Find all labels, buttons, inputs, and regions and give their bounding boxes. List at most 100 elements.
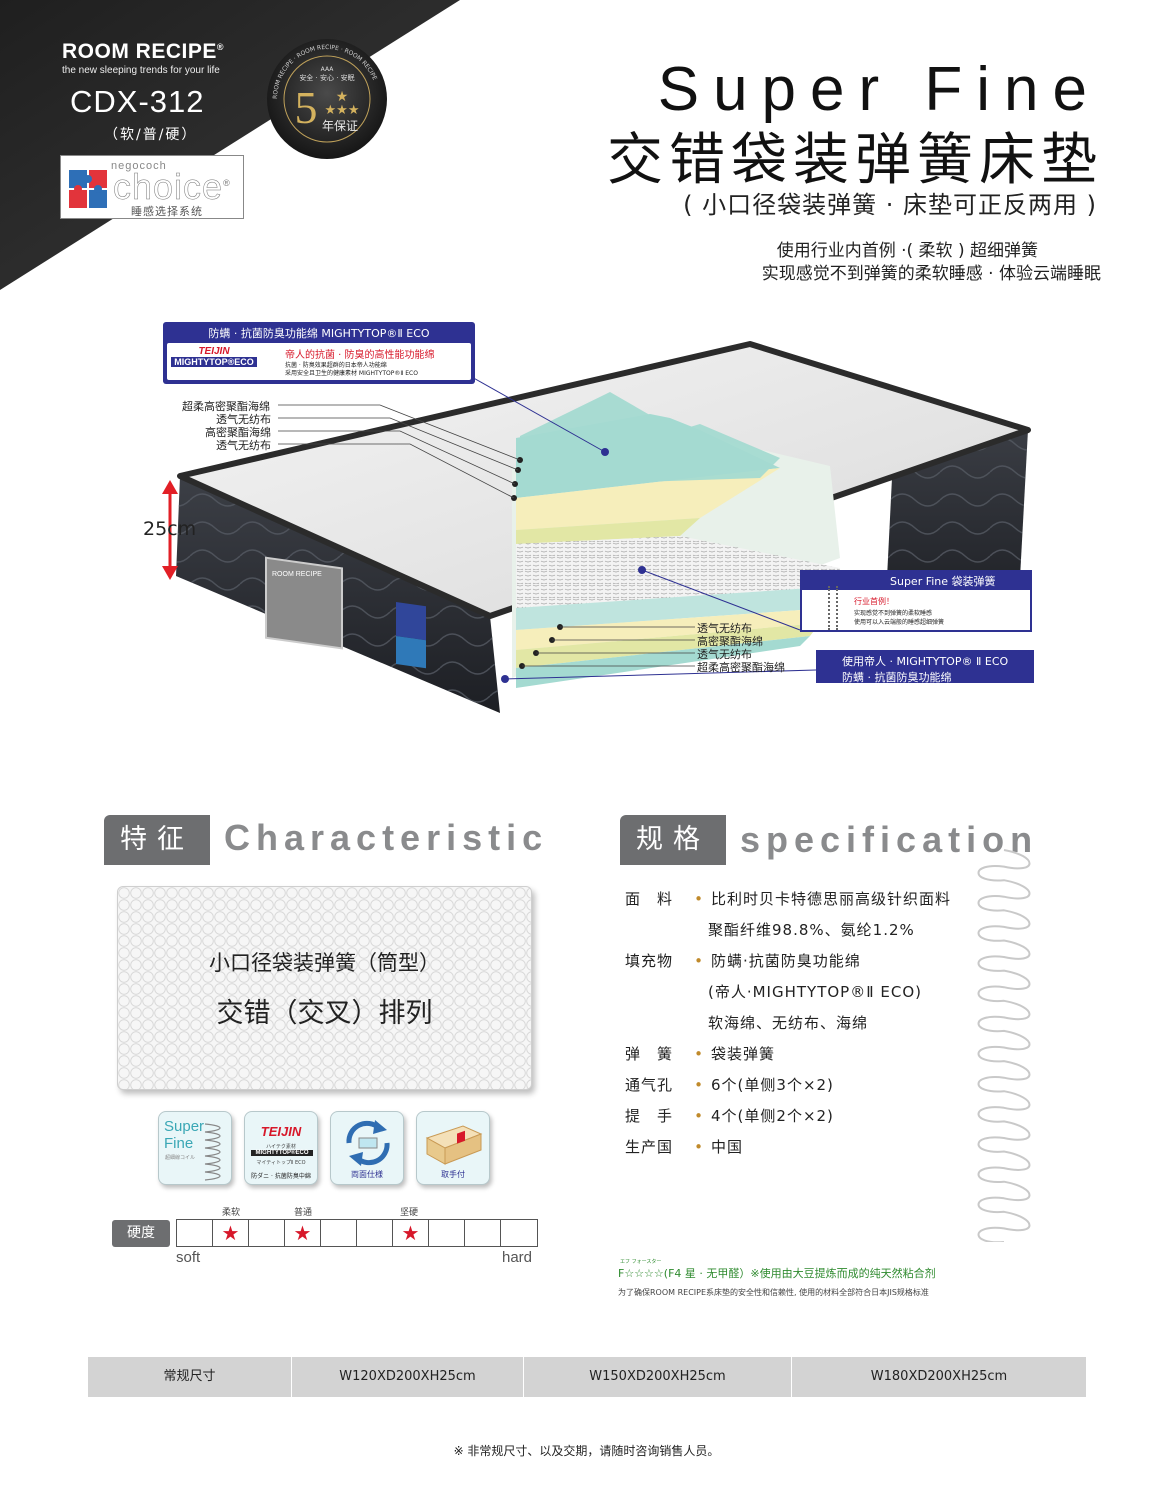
hardness-cell: ★ bbox=[213, 1220, 249, 1246]
teijin-tile: TEIJIN ハイテク素材 MIGHTYTOP®ECO マイティトップⅡ ECO… bbox=[244, 1111, 318, 1185]
top-callout-header: 防螨 · 抗菌防臭功能绵 MIGHTYTOP®Ⅱ ECO bbox=[208, 327, 430, 340]
top-callout: 防螨 · 抗菌防臭功能绵 MIGHTYTOP®Ⅱ ECO TEIJIN MIGH… bbox=[163, 322, 475, 384]
seal-stars-top: ★ bbox=[336, 89, 349, 105]
description-line-1: 使用行业内首例 ·( 柔软 ) 超细弹簧 bbox=[776, 241, 1038, 261]
spec-row: 面 料 • 比利时贝卡特德思丽高级针织面料 bbox=[625, 888, 951, 909]
spring-callout-line1: 实现感觉不到弹簧的柔软睡感 bbox=[854, 610, 933, 617]
spec-value: 软海绵、无纺布、海绵 bbox=[708, 1014, 869, 1032]
spec-key: 弹 簧 bbox=[625, 1045, 674, 1063]
star-icon: ★ bbox=[401, 1221, 420, 1245]
hardness-mark-label: 柔软 bbox=[222, 1208, 241, 1218]
spring-callout-header: Super Fine 袋装弹簧 bbox=[802, 572, 1030, 590]
feature-line-2: 交错（交叉）排列 bbox=[216, 998, 433, 1029]
bottom-callout: 使用帝人 · MIGHTYTOP® Ⅱ ECO 防螨 · 抗菌防臭功能绵 bbox=[816, 650, 1034, 684]
puzzle-icon bbox=[69, 170, 107, 208]
brand-tagline: the new sleeping trends for your life bbox=[62, 65, 220, 76]
star-icon: ★ bbox=[221, 1221, 240, 1245]
characteristic-tag: 特征 bbox=[104, 815, 210, 865]
brand-name: ROOM RECIPE® bbox=[62, 40, 224, 63]
reversible-tile: 両面仕様 bbox=[330, 1111, 404, 1185]
hardness-cell bbox=[429, 1220, 465, 1246]
hardness-hard: hard bbox=[502, 1249, 533, 1266]
spec-value: 袋装弹簧 bbox=[711, 1045, 776, 1063]
teijin-tile-sub1: ハイテク素材 bbox=[266, 1144, 296, 1150]
hardness-cell: ★ bbox=[285, 1220, 321, 1246]
hardness-mark-label: 普通 bbox=[294, 1208, 313, 1218]
characteristic-heading: Characteristic bbox=[224, 817, 549, 858]
reversible-caption: 両面仕様 bbox=[351, 1170, 383, 1179]
description-line-2: 实现感觉不到弹簧的柔软睡感 · 体验云端睡眠 bbox=[761, 264, 1101, 284]
top-callout-line2: 采用安全且卫生的健康素材 MIGHTYTOP®Ⅱ ECO bbox=[285, 370, 418, 377]
hardness-cell bbox=[177, 1220, 213, 1246]
hardness-label: 硬度 bbox=[112, 1220, 170, 1247]
teijin-tile-brand: TEIJIN bbox=[260, 1124, 302, 1139]
hardness-cell bbox=[321, 1220, 357, 1246]
handle-icon bbox=[425, 1125, 483, 1165]
spec-value: 6个(单侧3个×2) bbox=[711, 1076, 834, 1094]
hardness-cell bbox=[249, 1220, 285, 1246]
glue-note: 为了确保ROOM RECIPE系床垫的安全性和信赖性, 使用的材料全部符合日本J… bbox=[618, 1288, 929, 1297]
feature-line-1: 小口径袋装弹簧（筒型） bbox=[209, 951, 440, 975]
spec-bullet: • bbox=[694, 1045, 704, 1063]
teijin-brand: TEIJIN bbox=[198, 346, 230, 357]
spring-callout-highlight: 行业首例！ bbox=[854, 597, 894, 606]
bottom-callout-line1: 使用帝人 · MIGHTYTOP® Ⅱ ECO bbox=[842, 655, 1009, 668]
choice-small-text: negococh bbox=[111, 160, 167, 172]
layer-label: 透气无纺布 bbox=[216, 439, 271, 452]
model-firmness: （软/普/硬） bbox=[104, 127, 198, 143]
size-cell: W150XD200XH25cm bbox=[524, 1357, 792, 1397]
hardness-scale: ★ ★ ★ bbox=[176, 1219, 538, 1247]
top-callout-highlight: 帝人的抗菌 · 防臭的高性能功能绵 bbox=[285, 350, 435, 361]
spec-key: 生产国 bbox=[625, 1138, 674, 1156]
spec-value: 比利时贝卡特德思丽高级针织面料 bbox=[711, 890, 952, 908]
size-header: 常规尺寸 bbox=[88, 1357, 292, 1397]
layer-label: 高密聚酯海绵 bbox=[697, 635, 763, 648]
size-cell: W180XD200XH25cm bbox=[870, 1369, 1008, 1384]
layer-label: 超柔高密聚酯海绵 bbox=[697, 661, 785, 674]
hardness-cell: ★ bbox=[393, 1220, 429, 1246]
layer-label: 透气无纺布 bbox=[216, 413, 271, 426]
hardness-cell bbox=[501, 1220, 537, 1246]
title-chinese: 交错袋装弹簧床垫 bbox=[607, 128, 1103, 193]
brand-logo: ROOM RECIPE® the new sleeping trends for… bbox=[62, 40, 224, 76]
handle-tile: 取手付 bbox=[416, 1111, 490, 1185]
spring-callout-line2: 使用可以入云端般的睡感超细弹簧 bbox=[854, 619, 945, 626]
seal-top: AAA bbox=[321, 66, 335, 73]
spec-value: (帝人·MIGHTYTOP®Ⅱ ECO) bbox=[708, 983, 922, 1001]
teijin-tile-sub2: MIGHTYTOP®ECO bbox=[251, 1150, 313, 1156]
hardness-soft: soft bbox=[176, 1249, 201, 1266]
top-callout-line1: 抗菌 · 防臭效果超群的日本帝人功能绵 bbox=[285, 362, 387, 369]
super-fine-title-2: Fine bbox=[164, 1135, 194, 1152]
layer-label: 高密聚酯海绵 bbox=[205, 426, 271, 439]
mightytop-product: MIGHTYTOP®ECO bbox=[171, 357, 257, 367]
spring-icon bbox=[828, 586, 838, 630]
choice-logo: negococh choice® 睡感选择系统 bbox=[60, 155, 244, 219]
hardness-cell bbox=[357, 1220, 393, 1246]
spec-row: 填充物•防螨·抗菌防臭功能绵 bbox=[625, 950, 861, 971]
spec-bullet: • bbox=[694, 890, 704, 908]
glue-text: F☆☆☆☆(F4 星 · 无甲醛）※使用由大豆提炼而成的纯天然粘合剂 bbox=[618, 1267, 936, 1280]
spec-key: 填充物 bbox=[625, 952, 674, 970]
mattress-illustration: ROOM RECIPE bbox=[162, 341, 1031, 713]
hardness-cell bbox=[465, 1220, 501, 1246]
handle-caption: 取手付 bbox=[441, 1170, 465, 1179]
spec-bullet: • bbox=[694, 1076, 704, 1094]
spec-value: 中国 bbox=[711, 1138, 744, 1156]
model-code: CDX-312 bbox=[70, 84, 205, 119]
layer-label: 透气无纺布 bbox=[697, 622, 752, 635]
layer-label: 超柔高密聚酯海绵 bbox=[182, 400, 270, 413]
bottom-callout-line2: 防螨 · 抗菌防臭功能绵 bbox=[842, 671, 952, 684]
spec-row: 弹 簧 • 袋装弹簧 bbox=[625, 1043, 775, 1064]
spec-row: 生产国•中国 bbox=[625, 1136, 743, 1157]
spec-row: 通气孔 • 6个(单侧3个×2) bbox=[625, 1074, 834, 1095]
feature-card: 小口径袋装弹簧（筒型） 交错（交叉）排列 bbox=[117, 886, 532, 1090]
seal-text: 年保证 bbox=[322, 119, 358, 133]
glue-ruby: エフ フォースター bbox=[620, 1259, 662, 1265]
size-cell: W120XD200XH25cm bbox=[292, 1357, 524, 1397]
spec-bullet: • bbox=[694, 1107, 704, 1125]
spec-row: 提 手•4个(单侧2个×2) bbox=[625, 1105, 834, 1126]
spec-key: 通气孔 bbox=[625, 1076, 674, 1094]
seal-years: 5 bbox=[295, 82, 318, 133]
choice-cn-text: 睡感选择系统 bbox=[131, 205, 203, 218]
spec-key: 面 料 bbox=[625, 890, 674, 908]
